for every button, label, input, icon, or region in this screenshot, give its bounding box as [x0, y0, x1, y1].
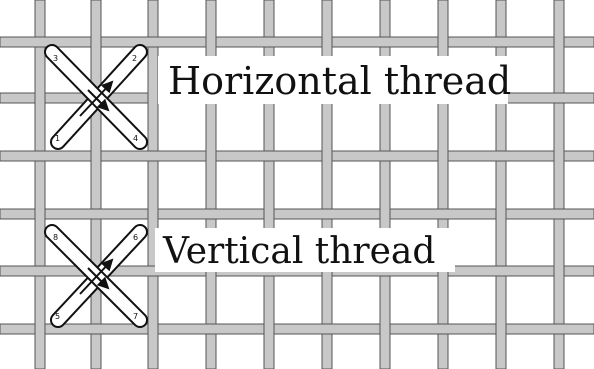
weave-crossing — [553, 324, 565, 334]
top-direction-arrow-2 — [87, 89, 110, 112]
vertical-thread-5 — [263, 0, 275, 369]
horizontal-thread-3 — [0, 150, 594, 162]
vertical-thread-7 — [379, 0, 391, 369]
horizontal-thread-4 — [0, 208, 594, 220]
weave-crossing — [437, 209, 449, 219]
weave-crossing — [263, 37, 275, 47]
bottom-direction-arrow-2 — [87, 267, 110, 290]
horizontal-thread-1 — [0, 36, 594, 48]
weave-crossing — [495, 37, 507, 47]
weave-crossing — [90, 209, 102, 219]
vertical-thread-label-group: Vertical thread — [155, 228, 455, 272]
stitch-number-5: 5 — [55, 312, 60, 321]
vertical-thread-9 — [495, 0, 507, 369]
weave-crossing — [90, 324, 102, 334]
vertical-label-background — [155, 228, 455, 272]
stitch-number-2: 2 — [132, 54, 137, 63]
weave-crossing — [205, 324, 217, 334]
weave-crossing — [34, 266, 46, 276]
weave-crossing — [495, 151, 507, 161]
stitch-number-1: 1 — [55, 134, 60, 143]
vertical-thread-6 — [321, 0, 333, 369]
weave-crossing — [147, 151, 159, 161]
weave-crossing — [34, 37, 46, 47]
weave-crossing — [263, 151, 275, 161]
horizontal-thread-label: Horizontal thread — [168, 59, 511, 103]
horizontal-thread-6 — [0, 323, 594, 335]
stitch-number-3: 3 — [53, 54, 58, 63]
weave-crossing — [147, 266, 159, 276]
weave-crossing — [321, 209, 333, 219]
weave-crossing — [321, 324, 333, 334]
weave-crossing — [147, 37, 159, 47]
horizontal-label-background — [158, 56, 508, 104]
stitch-number-8: 8 — [53, 233, 58, 242]
weave-crossing — [379, 37, 391, 47]
weave-crossing — [379, 151, 391, 161]
weave-crossing — [553, 93, 565, 103]
vertical-thread-1 — [34, 0, 46, 369]
bottom-cross-stitch: 5 6 7 8 — [44, 224, 148, 328]
top-cross-stitch: 1 2 3 4 — [44, 44, 148, 150]
vertical-thread-10 — [553, 0, 565, 369]
weave-crossing — [437, 324, 449, 334]
stitch-number-6: 6 — [133, 233, 138, 242]
weave-crossing — [205, 209, 217, 219]
stitch-number-7: 7 — [133, 312, 138, 321]
weave-crossing — [553, 209, 565, 219]
vertical-thread-4 — [205, 0, 217, 369]
stitch-number-4: 4 — [133, 134, 138, 143]
vertical-thread-3 — [147, 0, 159, 369]
weave-crossing — [495, 266, 507, 276]
vertical-thread-label: Vertical thread — [162, 231, 435, 272]
weave-crossing — [34, 151, 46, 161]
horizontal-thread-label-group: Horizontal thread — [158, 56, 511, 104]
vertical-thread-2 — [90, 0, 102, 369]
vertical-thread-8 — [437, 0, 449, 369]
